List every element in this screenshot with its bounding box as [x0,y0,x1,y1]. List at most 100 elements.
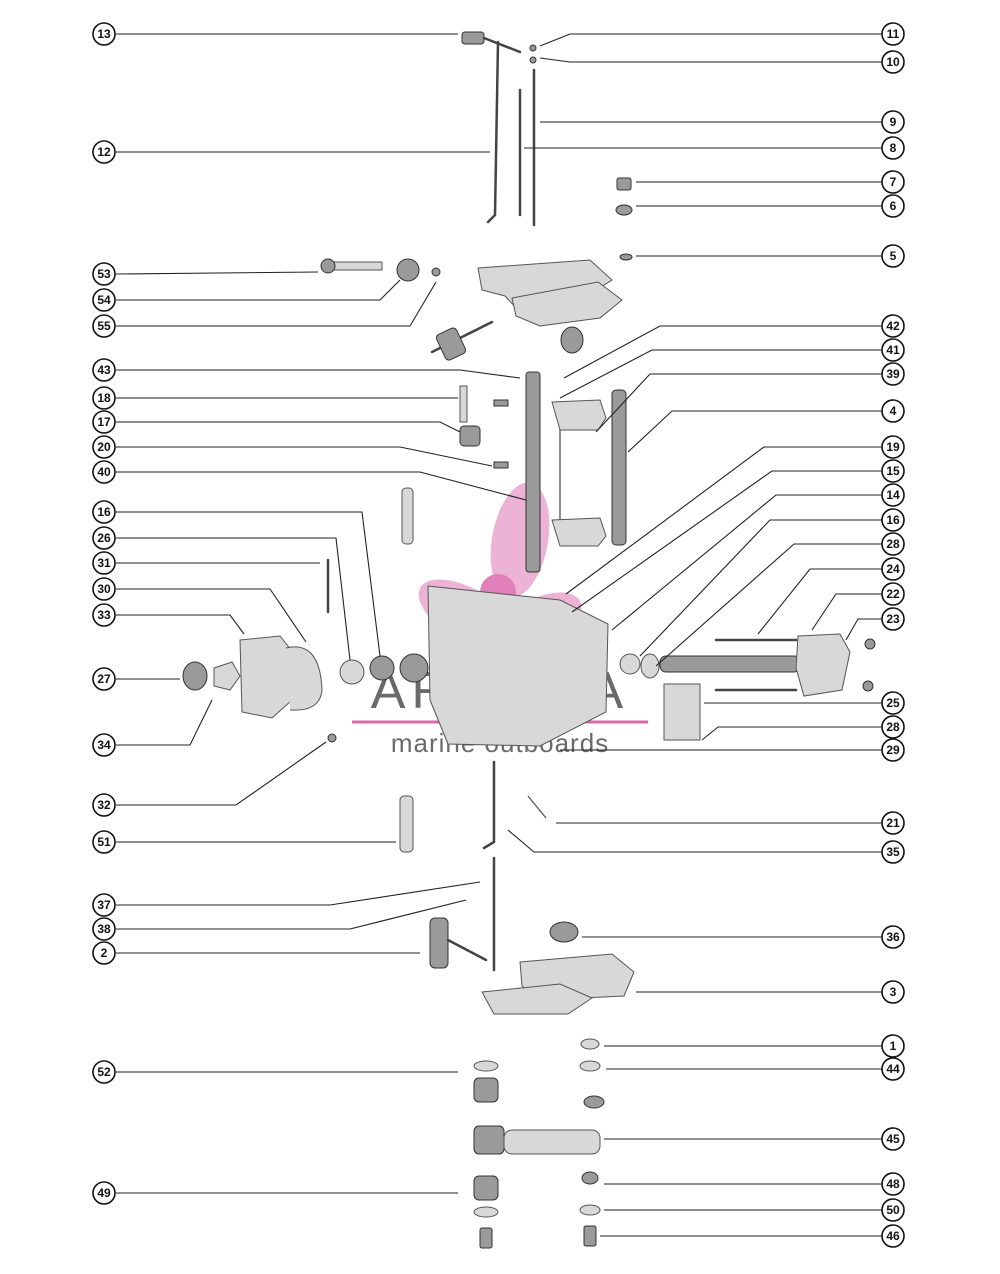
callout-number: 21 [886,816,900,830]
callout-left-33: 33 [92,603,116,627]
clamp-pad [560,326,584,354]
tube-4 [611,389,627,546]
callout-number: 24 [886,562,900,576]
callouts-left: 1312535455431817204016263130332734325137… [92,22,116,1205]
callout-number: 32 [97,798,111,812]
callout-right-5: 5 [881,244,905,268]
callout-number: 52 [97,1065,111,1079]
rod-end [482,36,522,54]
callout-number: 39 [886,367,900,381]
callout-number: 45 [886,1132,900,1146]
nut-32 [327,733,337,743]
callout-number: 31 [97,556,111,570]
callout-right-9: 9 [881,110,905,134]
callout-number: 53 [97,267,111,281]
callout-right-48: 48 [881,1172,905,1196]
callout-left-31: 31 [92,551,116,575]
callout-right-10: 10 [881,50,905,74]
callout-number: 5 [890,249,897,263]
washer-16 [619,653,641,675]
callout-number: 40 [97,465,111,479]
callout-number: 37 [97,898,111,912]
callout-right-21: 21 [881,811,905,835]
callout-number: 2 [101,946,108,960]
callout-left-34: 34 [92,733,116,757]
callout-left-37: 37 [92,893,116,917]
callout-right-8: 8 [881,136,905,160]
callout-number: 17 [97,415,111,429]
bolt-53 [329,261,383,271]
callout-number: 30 [97,582,111,596]
callout-number: 23 [886,612,900,626]
washer-26 [339,659,365,685]
callout-left-32: 32 [92,793,116,817]
washer-44 [580,1038,600,1050]
callout-right-45: 45 [881,1127,905,1151]
callout-number: 6 [890,199,897,213]
callout-right-35: 35 [881,840,905,864]
callout-right-19: 19 [881,435,905,459]
bolt-47 [583,1225,597,1247]
callout-right-28: 28 [881,715,905,739]
callout-number: 43 [97,363,111,377]
callout-number: 20 [97,440,111,454]
callout-number: 50 [886,1203,900,1217]
callout-left-17: 17 [92,410,116,434]
callout-left-30: 30 [92,577,116,601]
part-11 [529,44,537,52]
nut-25a [864,638,876,650]
part-20b [493,461,509,469]
callout-number: 28 [886,537,900,551]
callout-left-55: 55 [92,314,116,338]
callout-number: 25 [886,696,900,710]
callout-number: 16 [886,513,900,527]
callout-left-16: 16 [92,500,116,524]
callout-number: 48 [886,1177,900,1191]
part-28 [640,653,660,679]
clamp-screw-2 [446,938,488,962]
arm-39 [551,399,607,431]
nut-45 [583,1095,605,1109]
part-50 [581,1171,599,1185]
callout-number: 18 [97,391,111,405]
part-20a [493,399,509,407]
handle-48 [503,1129,601,1155]
callout-left-49: 49 [92,1181,116,1205]
part-10 [529,56,537,64]
callout-right-29: 29 [881,738,905,762]
bushing [399,653,429,683]
callout-left-54: 54 [92,288,116,312]
callouts-right: 1110987654241394191514162824222325282921… [881,22,905,1248]
callout-number: 51 [97,835,111,849]
tilt-tube [659,655,801,673]
parts [182,31,876,1249]
callout-right-7: 7 [881,170,905,194]
callout-left-20: 20 [92,435,116,459]
callout-right-23: 23 [881,607,905,631]
part-27 [182,661,208,691]
pin-40 [401,487,414,545]
callout-number: 12 [97,145,111,159]
callout-number: 26 [97,531,111,545]
callout-number: 16 [97,505,111,519]
part-34 [213,661,241,691]
callout-left-43: 43 [92,358,116,382]
callout-left-53: 53 [92,262,116,286]
pin-51 [399,795,414,853]
shaft-36 [482,760,496,850]
callout-number: 22 [886,587,900,601]
arm-39b [551,517,607,547]
callout-right-16: 16 [881,508,905,532]
callout-right-24: 24 [881,557,905,581]
disc-3 [549,921,579,943]
washer-45 [579,1060,601,1072]
part-7 [616,177,632,191]
leader-lines [115,33,882,1237]
callout-number: 36 [886,930,900,944]
callout-right-6: 6 [881,194,905,218]
callout-left-12: 12 [92,140,116,164]
callout-left-38: 38 [92,917,116,941]
nut-49 [473,1175,499,1201]
callout-left-52: 52 [92,1060,116,1084]
callout-right-3: 3 [881,980,905,1004]
